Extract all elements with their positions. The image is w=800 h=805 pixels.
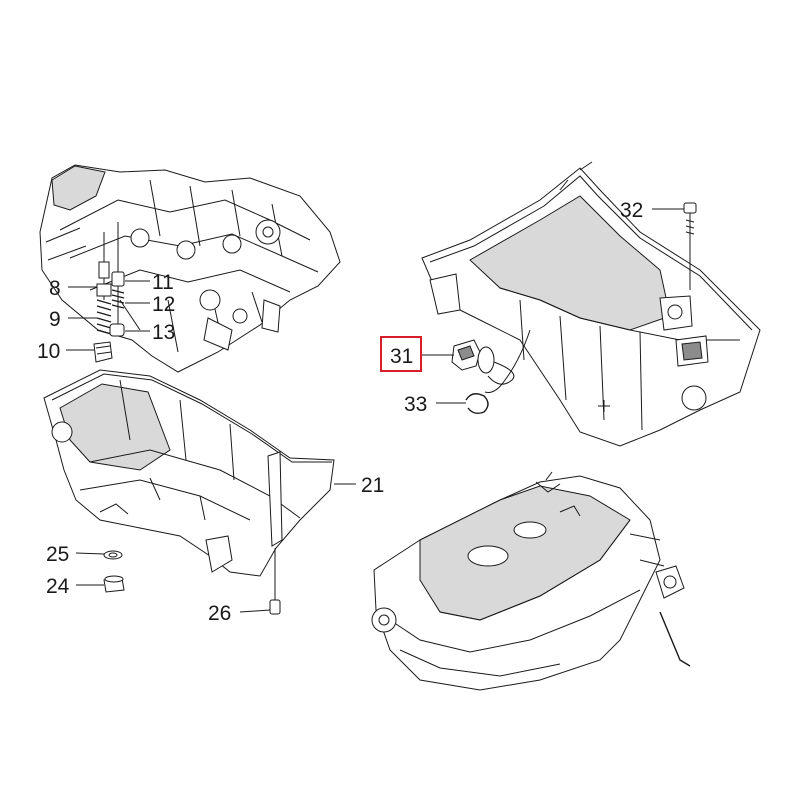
part-label-12: 12 (152, 293, 175, 316)
engine-block-drawing (39, 164, 341, 373)
part-label-10: 10 (37, 340, 60, 363)
part-label-32: 32 (620, 199, 643, 222)
leader-25 (75, 552, 105, 555)
part-label-25: 25 (46, 543, 69, 566)
bolt-stack-drawing (93, 222, 125, 363)
part-label-13: 13 (152, 321, 175, 344)
leader-lines (66, 208, 684, 613)
oil-pan-left-drawing (43, 369, 335, 577)
clip-33-drawing (465, 393, 489, 415)
part-label-26: 26 (208, 602, 231, 625)
leader-26 (239, 609, 271, 613)
part-label-8: 8 (49, 277, 61, 300)
small-parts-left-drawing (103, 548, 281, 615)
bolt-32-drawing (683, 202, 697, 290)
part-label-31: 31 (390, 345, 413, 368)
part-labels: 8 9 10 11 12 13 21 25 24 26 31 33 32 (37, 199, 643, 625)
highlight-box-31 (380, 336, 422, 372)
part-label-11: 11 (152, 271, 174, 294)
part-label-24: 24 (46, 575, 70, 598)
sensor-31-drawing (451, 329, 531, 393)
engine-cover-drawing (371, 471, 691, 691)
oil-pan-right-drawing (421, 161, 761, 447)
part-label-33: 33 (404, 393, 427, 416)
part-label-9: 9 (49, 308, 61, 331)
part-label-21: 21 (361, 474, 384, 497)
